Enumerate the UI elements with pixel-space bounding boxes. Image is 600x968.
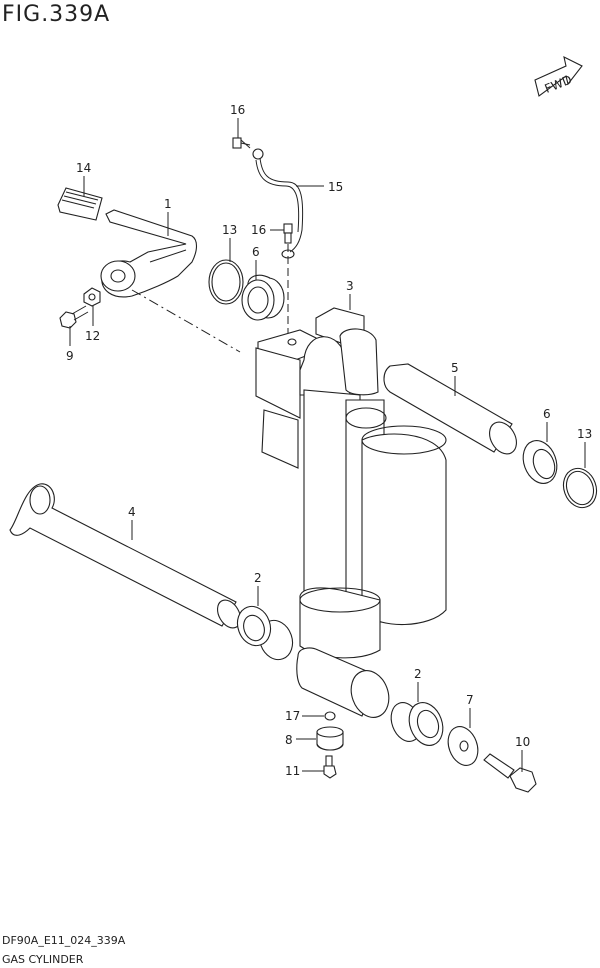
callout-11: 11 [285,764,300,778]
bolt-11 [323,755,337,779]
callout-4: 4 [128,505,136,519]
figure-name: GAS CYLINDER [2,953,84,966]
bushing-2-left [236,605,294,661]
callout-5: 5 [451,361,459,375]
callout-13-right: 13 [577,427,592,441]
bolt-10 [483,753,537,793]
cylinder-lower-boss [296,647,390,718]
callout-7: 7 [466,693,474,707]
callout-9: 9 [66,349,74,363]
pin-5 [383,363,517,455]
callout-15: 15 [328,180,343,194]
callout-1: 1 [164,197,172,211]
cushion-8 [316,726,344,751]
ground-wire-15 [252,148,304,259]
leader-lines [69,118,586,772]
figure-title: FIG.339A [2,2,111,27]
callout-12: 12 [85,329,100,343]
callout-6-upper: 6 [252,245,260,259]
snap-ring-13-right [562,467,598,509]
fwd-arrow: FWD [534,55,583,97]
callout-13-upper: 13 [222,223,237,237]
cap-17 [324,711,336,721]
callout-16-lower: 16 [251,223,266,237]
callout-6-right: 6 [543,407,551,421]
callout-2-left: 2 [254,571,262,585]
callout-labels: 16 14 15 1 13 16 6 3 12 9 5 6 13 4 2 2 7… [66,103,592,778]
bolt-16-lower [283,223,293,244]
shaft-4 [9,483,242,629]
bushing-6-upper [241,274,285,321]
bolt-16-top [232,137,251,149]
washer-7 [447,726,479,766]
bolt-9 [59,305,89,329]
callout-14: 14 [76,161,91,175]
bushing-2-right [390,702,444,746]
nut-12 [83,287,101,307]
bracket-1 [100,209,198,298]
figure-code: DF90A_E11_024_339A [2,934,126,947]
bushing-6-right [522,440,558,484]
callout-10: 10 [515,735,530,749]
callout-17: 17 [285,709,300,723]
callout-8: 8 [285,733,293,747]
callout-3: 3 [346,279,354,293]
pad-14 [57,187,103,221]
snap-ring-13-upper [208,259,244,305]
callout-2-right: 2 [414,667,422,681]
gas-cylinder-3 [255,307,447,659]
callout-16-top: 16 [230,103,245,117]
